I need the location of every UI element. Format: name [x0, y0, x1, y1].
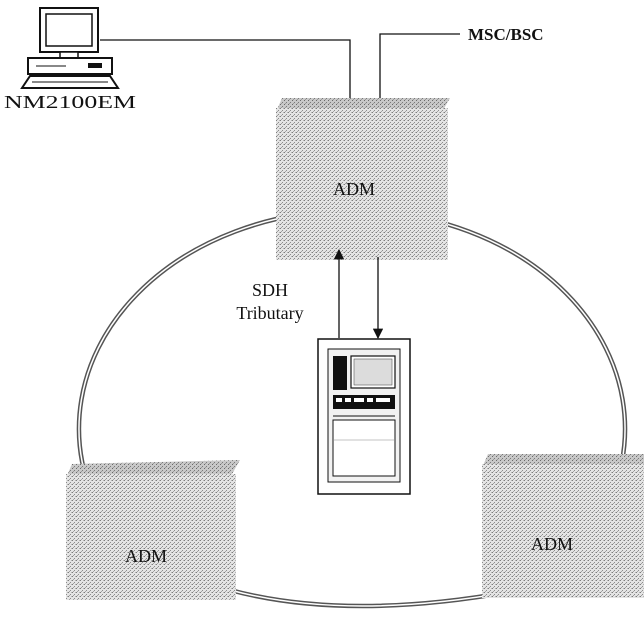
tributary-arrows — [333, 248, 384, 340]
adm-block-top: ADM — [276, 98, 450, 260]
msc-bsc-label: MSC/BSC — [468, 25, 544, 44]
adm-top-label: ADM — [333, 179, 375, 199]
tributary-label: SDH Tributary — [236, 280, 303, 323]
test-equipment-icon — [317, 338, 411, 495]
tributary-label-line2: Tributary — [236, 303, 303, 323]
msc-bsc-link — [374, 33, 460, 128]
adm-block-right: ADM — [482, 454, 644, 598]
adm-block-left: ADM — [66, 460, 240, 600]
adm-left-label: ADM — [125, 546, 167, 566]
adm-right-label: ADM — [531, 534, 573, 554]
computer-terminal-icon — [20, 7, 120, 89]
terminal-label: NM2100EM — [4, 92, 136, 112]
tributary-label-line1: SDH — [252, 280, 288, 300]
